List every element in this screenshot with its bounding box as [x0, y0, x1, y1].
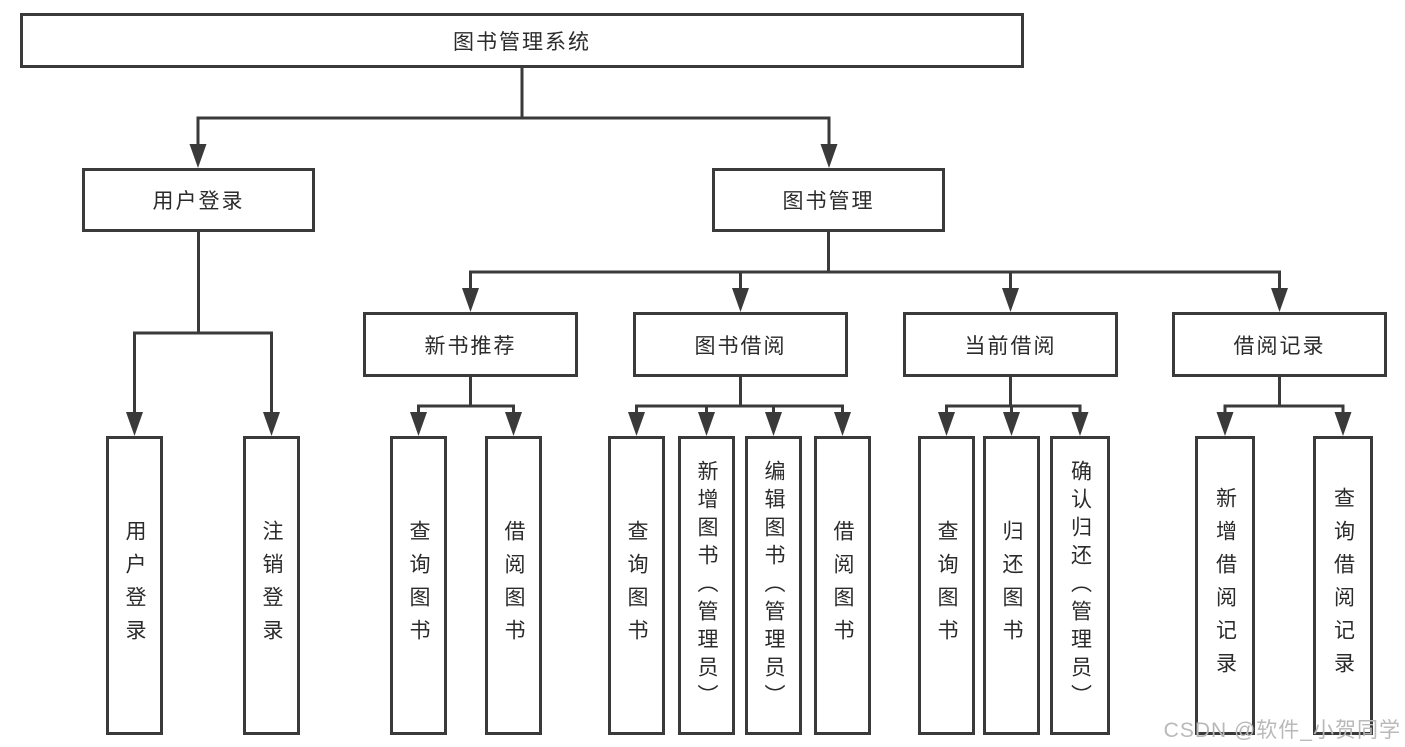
node-book-borrow: 图书借阅: [633, 312, 848, 377]
node-book-management: 图书管理: [712, 168, 945, 232]
leaf-query-books-current: 查询图书: [918, 436, 975, 735]
csdn-watermark: CSDN @软件_小贺同学: [1163, 719, 1401, 742]
leaf-query-books-recommend: 查询图书: [390, 436, 447, 735]
leaf-add-borrow-record: 新增借阅记录: [1195, 436, 1255, 735]
node-library-management-system: 图书管理系统: [20, 13, 1024, 68]
node-current-borrow: 当前借阅: [903, 312, 1118, 377]
node-borrow-records: 借阅记录: [1172, 312, 1387, 377]
leaf-query-books-borrow: 查询图书: [608, 436, 665, 735]
leaf-borrow-books-recommend: 借阅图书: [485, 436, 542, 735]
node-user-login: 用户登录: [82, 168, 315, 232]
leaf-logout: 注销登录: [243, 436, 300, 735]
leaf-query-borrow-record: 查询借阅记录: [1313, 436, 1373, 735]
leaf-add-books-admin: 新增图书（管理员）: [678, 436, 735, 735]
leaf-user-login: 用户登录: [106, 436, 163, 735]
leaf-borrow-books: 借阅图书: [814, 436, 871, 735]
node-new-book-recommend: 新书推荐: [363, 312, 578, 377]
leaf-return-books: 归还图书: [983, 436, 1040, 735]
arrowheads: [126, 144, 1352, 436]
leaf-edit-books-admin: 编辑图书（管理员）: [745, 436, 802, 735]
leaf-confirm-return-admin: 确认归还（管理员）: [1050, 436, 1110, 735]
